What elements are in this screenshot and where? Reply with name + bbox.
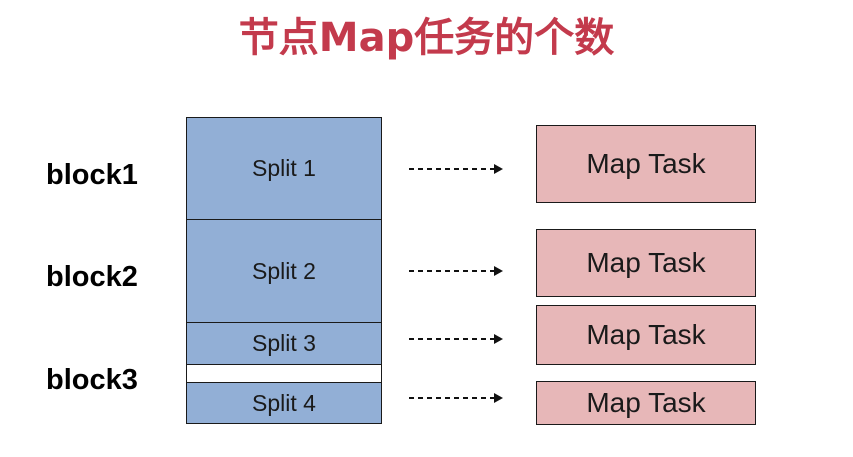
split-3-label: Split 3 [252, 330, 316, 356]
split-1-label: Split 1 [252, 155, 316, 181]
split-2-box: Split 2 [186, 219, 382, 323]
split-1-box: Split 1 [186, 117, 382, 220]
map-task-2-label: Map Task [586, 247, 706, 278]
dashed-arrow-2 [409, 266, 503, 276]
map-task-1-box: Map Task [536, 125, 756, 203]
dashed-arrow-1 [409, 164, 503, 174]
map-task-3-box: Map Task [536, 305, 756, 365]
dashed-arrow-4 [409, 393, 503, 403]
dashed-arrow-3 [409, 334, 503, 344]
block-gap [186, 364, 382, 383]
split-3-box: Split 3 [186, 322, 382, 365]
split-2-label: Split 2 [252, 257, 316, 284]
block-label-3: block3 [46, 364, 138, 396]
diagram-title: 节点Map任务的个数 [238, 15, 615, 61]
map-task-1-label: Map Task [586, 148, 706, 179]
split-4-label: Split 4 [252, 389, 316, 416]
map-task-2-box: Map Task [536, 229, 756, 297]
block-label-1: block1 [46, 159, 138, 191]
split-4-box: Split 4 [186, 382, 382, 424]
block-label-2: block2 [46, 261, 138, 293]
map-task-3-label: Map Task [586, 319, 706, 350]
map-task-4-box: Map Task [536, 381, 756, 425]
map-task-4-label: Map Task [586, 387, 706, 418]
